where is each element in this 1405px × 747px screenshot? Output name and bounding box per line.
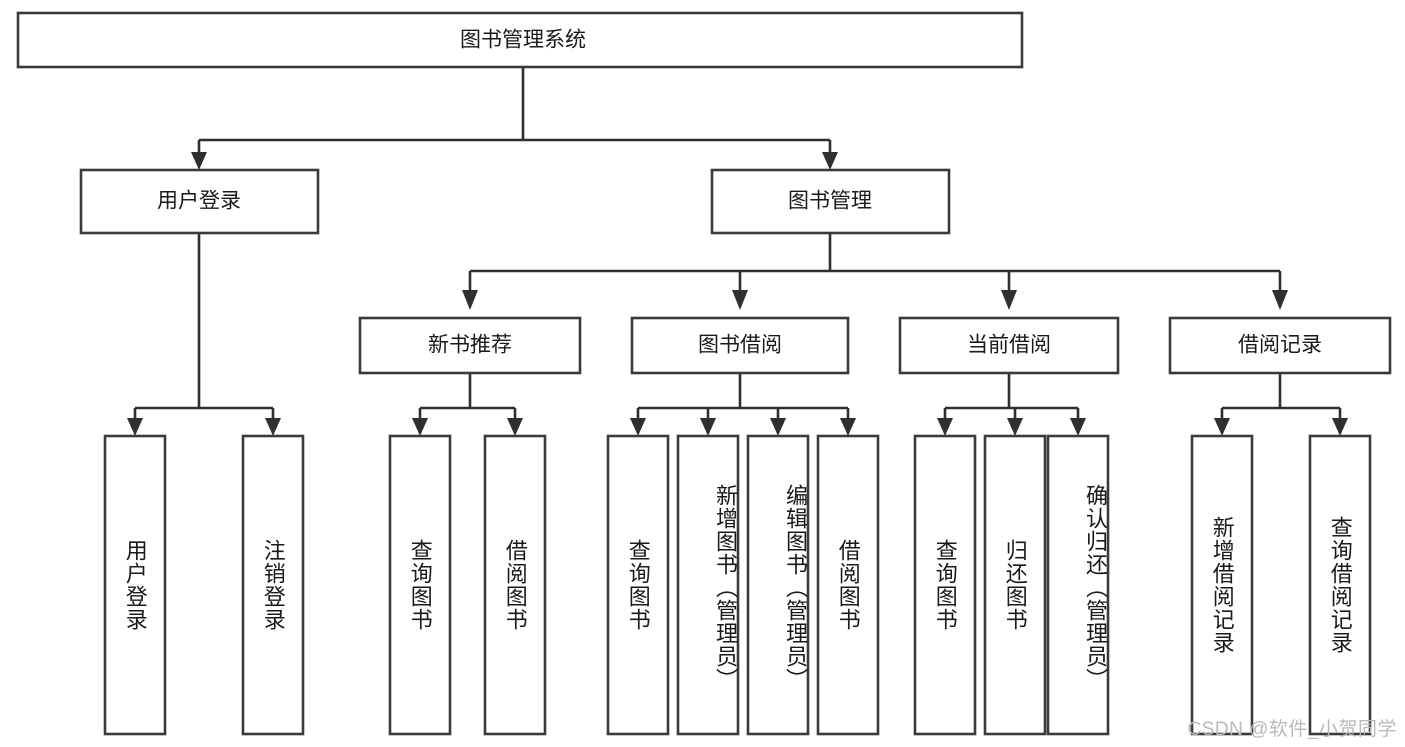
node-root-box[interactable] [16,11,1024,69]
node-leaf-edit-book-box[interactable] [746,434,810,736]
node-leaf-borrow-book-1-box[interactable] [483,434,547,736]
node-new-book-rec[interactable]: 新书推荐 [358,316,582,375]
node-book-manage-box[interactable] [710,168,951,235]
arrow-head-leaf-edit-book [770,418,786,436]
arrow-head-leaf-return-book [1007,418,1023,436]
arrow-head-leaf-user-login [127,418,143,436]
arrow-head-user-login [191,152,207,170]
node-book-borrow[interactable]: 图书借阅 [630,316,850,375]
node-user-login-label: 用户登录 [157,190,241,213]
node-book-manage[interactable]: 图书管理 [710,168,951,235]
node-leaf-borrow-book-2-box[interactable] [816,434,880,736]
node-leaf-add-record-box[interactable] [1190,434,1254,736]
csdn-watermark: CSDN @软件_小贺同学 [1187,719,1397,740]
node-user-login-box[interactable] [79,168,320,235]
node-leaf-query-book-2-box[interactable] [606,434,670,736]
arrow-head-book-manage [822,152,838,170]
arrow-head-new-book-rec [462,290,478,310]
node-borrow-record-label: 借阅记录 [1238,334,1322,357]
node-current-borrow-label: 当前借阅 [967,334,1051,357]
arrow-head-leaf-query-book-1 [412,418,428,436]
node-borrow-record[interactable]: 借阅记录 [1168,316,1392,375]
arrow-head-book-borrow [732,290,748,310]
node-new-book-rec-label: 新书推荐 [428,334,512,357]
node-new-book-rec-box[interactable] [358,316,582,375]
arrow-head-leaf-query-record [1332,418,1348,436]
node-book-borrow-label: 图书借阅 [698,334,782,357]
node-leaf-query-record-box[interactable] [1308,434,1372,736]
arrow-head-leaf-borrow-book-1 [507,418,523,436]
node-current-borrow[interactable]: 当前借阅 [898,316,1120,375]
arrow-head-leaf-logout [265,418,281,436]
node-leaf-add-book-box[interactable] [676,434,740,736]
node-user-login[interactable]: 用户登录 [79,168,320,235]
arrow-head-leaf-query-book-3 [937,418,953,436]
arrow-head-leaf-query-book-2 [630,418,646,436]
arrow-head-leaf-add-record [1214,418,1230,436]
node-leaf-logout-box[interactable] [241,434,305,736]
node-root-label: 图书管理系统 [460,29,586,52]
leaf-node-layer [103,434,1372,736]
connector-layer [127,67,1348,436]
arrow-head-leaf-confirm-return [1070,418,1086,436]
node-leaf-query-book-1-box[interactable] [388,434,452,736]
node-leaf-query-book-3-box[interactable] [913,434,977,736]
node-leaf-return-book-box[interactable] [983,434,1047,736]
arrow-head-leaf-add-book [700,418,716,436]
arrow-head-current-borrow [1001,290,1017,310]
node-book-manage-label: 图书管理 [788,190,872,213]
node-current-borrow-box[interactable] [898,316,1120,375]
arrow-head-borrow-record [1272,290,1288,310]
arrow-head-leaf-borrow-book-2 [840,418,856,436]
node-root[interactable]: 图书管理系统 [16,11,1024,69]
node-book-borrow-box[interactable] [630,316,850,375]
node-leaf-confirm-return-box[interactable] [1046,434,1110,736]
node-borrow-record-box[interactable] [1168,316,1392,375]
node-leaf-user-login-box[interactable] [103,434,167,736]
